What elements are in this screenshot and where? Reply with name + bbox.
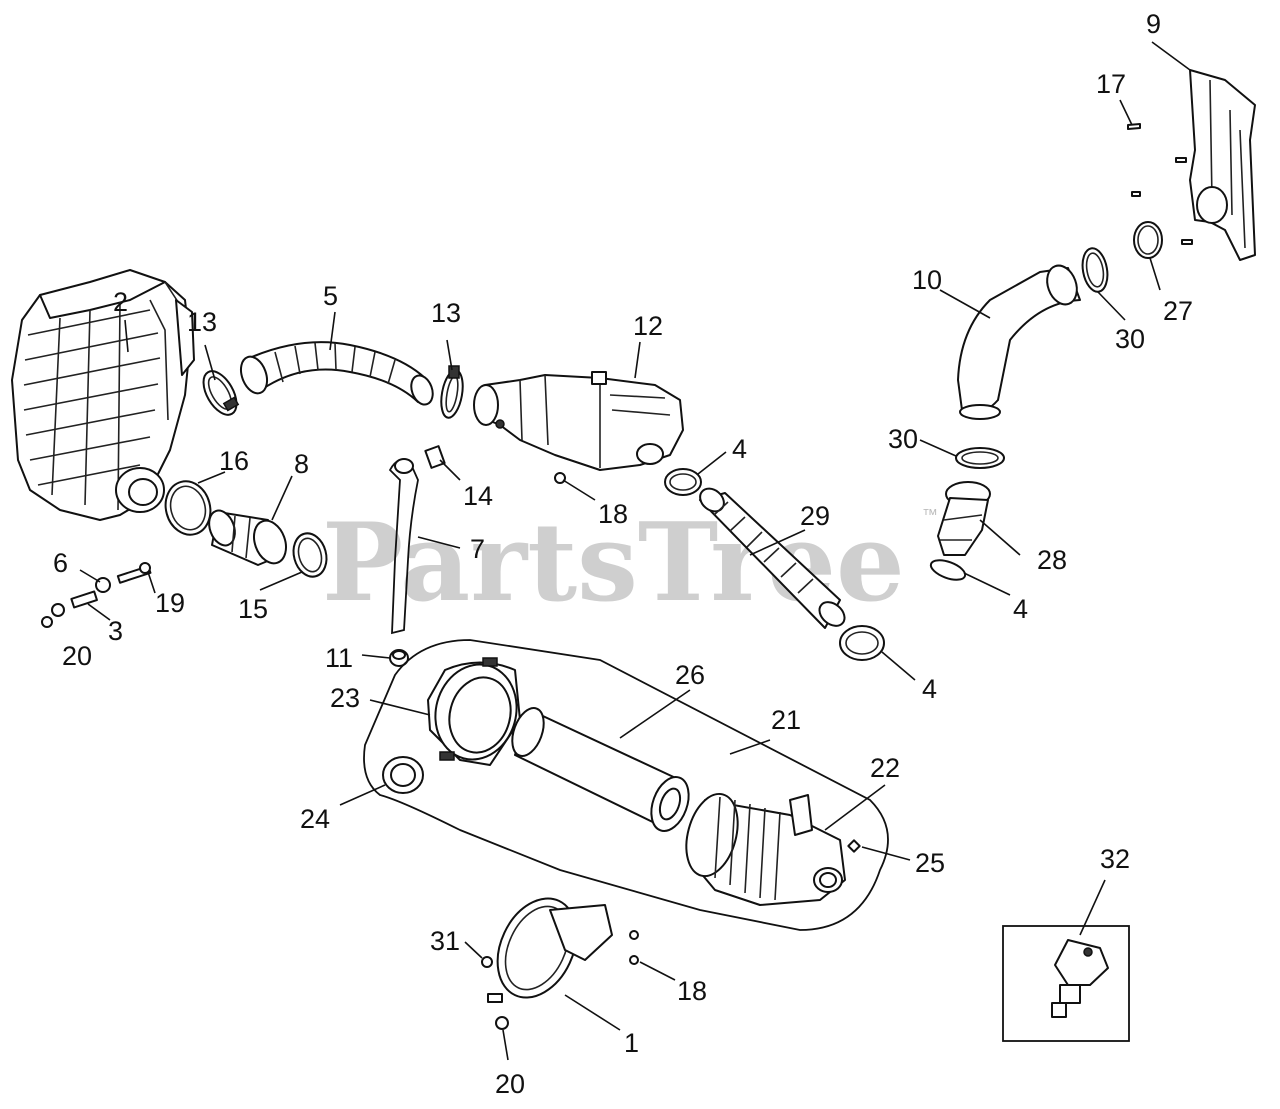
callout-25: 25 bbox=[915, 848, 945, 878]
callout-18-lower: 18 bbox=[677, 976, 707, 1006]
callout-24: 24 bbox=[300, 804, 330, 834]
part-20-nut-lower[interactable] bbox=[495, 1016, 509, 1030]
callout-4-c: 4 bbox=[922, 674, 937, 704]
callout-26: 26 bbox=[675, 660, 705, 690]
part-12-resonator[interactable] bbox=[473, 371, 684, 471]
callout-8: 8 bbox=[294, 449, 309, 479]
callout-5: 5 bbox=[323, 281, 338, 311]
part-4-clamp-a[interactable] bbox=[928, 556, 967, 583]
callout-17: 17 bbox=[1096, 69, 1126, 99]
part-22-cleaner-housing[interactable] bbox=[678, 788, 846, 906]
callout-30-top: 30 bbox=[1115, 324, 1145, 354]
callout-2: 2 bbox=[113, 287, 128, 317]
callout-23: 23 bbox=[330, 683, 360, 713]
part-18-screw-upper[interactable] bbox=[554, 472, 566, 484]
part-7-drain-tube[interactable] bbox=[388, 458, 419, 635]
part-5-corrugated-hose[interactable] bbox=[236, 341, 436, 407]
callout-30-lower: 30 bbox=[888, 424, 918, 454]
part-21-air-cleaner-assembly[interactable] bbox=[363, 639, 889, 931]
part-9-intake-bracket[interactable] bbox=[1189, 69, 1256, 261]
part-26-filter-element[interactable] bbox=[506, 704, 695, 836]
part-8-coupler[interactable] bbox=[205, 507, 292, 568]
callout-10: 10 bbox=[912, 265, 942, 295]
callout-20-lower: 20 bbox=[495, 1069, 525, 1099]
part-4-clamp-b[interactable] bbox=[664, 468, 702, 496]
callout-labels: 2 13 5 13 12 9 17 10 27 30 30 16 8 14 4 … bbox=[53, 9, 1193, 1099]
part-1-mounting-bracket[interactable] bbox=[482, 886, 613, 1011]
callout-3: 3 bbox=[108, 616, 123, 646]
part-13-hose-clamp-left[interactable] bbox=[197, 366, 244, 421]
callout-9: 9 bbox=[1146, 9, 1161, 39]
part-27-collar[interactable] bbox=[1133, 221, 1163, 259]
part-2-airbox-housing[interactable] bbox=[11, 269, 195, 521]
callout-15: 15 bbox=[238, 594, 268, 624]
part-10-elbow-tube[interactable] bbox=[957, 261, 1082, 420]
callout-28: 28 bbox=[1037, 545, 1067, 575]
callout-19: 19 bbox=[155, 588, 185, 618]
part-20-nut-left[interactable] bbox=[41, 603, 65, 628]
callout-7: 7 bbox=[470, 534, 485, 564]
part-32-sensor[interactable] bbox=[1051, 939, 1109, 1018]
part-16-clamp[interactable] bbox=[160, 476, 216, 540]
callout-11: 11 bbox=[325, 643, 353, 673]
part-29-corrugated-duct[interactable] bbox=[696, 484, 850, 631]
part-18-screws-lower[interactable] bbox=[629, 930, 639, 965]
callout-13-left: 13 bbox=[187, 307, 217, 337]
part-24-grommet[interactable] bbox=[382, 756, 424, 794]
part-4-clamp-c[interactable] bbox=[839, 625, 885, 661]
callout-14: 14 bbox=[463, 481, 493, 511]
part-25-screw[interactable] bbox=[847, 839, 861, 853]
callout-31: 31 bbox=[430, 926, 460, 956]
part-19-bolt[interactable] bbox=[116, 562, 152, 584]
part-14-clip[interactable] bbox=[424, 445, 446, 469]
callout-16: 16 bbox=[219, 446, 249, 476]
leader-lines bbox=[79, 41, 1191, 1061]
callout-12: 12 bbox=[633, 311, 663, 341]
watermark-trademark: ™ bbox=[922, 507, 938, 524]
callout-6: 6 bbox=[53, 548, 68, 578]
part-30-clamp-lower[interactable] bbox=[955, 447, 1005, 469]
part-15-clamp[interactable] bbox=[289, 530, 331, 581]
part-13-hose-clamp-right[interactable] bbox=[438, 365, 466, 419]
part-11-grommet[interactable] bbox=[389, 649, 409, 667]
part-23-end-cap[interactable] bbox=[425, 655, 527, 768]
part-32-inset-box bbox=[1002, 925, 1130, 1042]
callout-29: 29 bbox=[800, 501, 830, 531]
callout-1: 1 bbox=[624, 1028, 639, 1058]
callout-13-right: 13 bbox=[431, 298, 461, 328]
callout-22: 22 bbox=[870, 753, 900, 783]
callout-21: 21 bbox=[771, 705, 801, 735]
callout-32: 32 bbox=[1100, 844, 1130, 874]
callout-4-b: 4 bbox=[1013, 594, 1028, 624]
part-3-spacer[interactable] bbox=[70, 590, 98, 609]
callout-20-left: 20 bbox=[62, 641, 92, 671]
part-30-clamp-top[interactable] bbox=[1079, 246, 1110, 293]
watermark: PartsTree ™ bbox=[322, 500, 938, 626]
callout-27: 27 bbox=[1163, 296, 1193, 326]
callout-18-upper: 18 bbox=[598, 499, 628, 529]
callout-4-a: 4 bbox=[732, 434, 747, 464]
part-31-screw[interactable] bbox=[481, 956, 493, 968]
part-17-screws[interactable] bbox=[1127, 123, 1193, 245]
part-28-fitting[interactable] bbox=[937, 481, 991, 556]
